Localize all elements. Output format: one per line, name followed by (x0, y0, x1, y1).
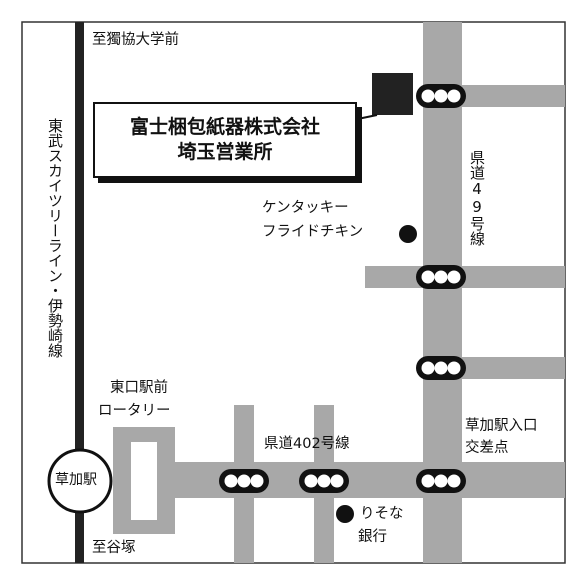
bank-marker-icon (336, 505, 354, 523)
railway-line-label: 東武スカイツリーライン・伊勢崎線 (46, 118, 64, 358)
rotary-label-line2: ロータリー (98, 403, 171, 419)
kfc-marker-icon (399, 225, 417, 243)
rotary-label-line1: 東口駅前 (110, 380, 168, 396)
bank-label-line1: りそな (360, 506, 404, 522)
company-building (372, 73, 413, 115)
road-lower-east (462, 357, 565, 379)
intersection-label-line2: 交差点 (465, 440, 509, 456)
north-direction-label: 至獨協大学前 (92, 32, 179, 48)
route49-label: 県道49号線 (468, 150, 486, 246)
station-label: 草加駅 (55, 472, 97, 488)
station-circle (47, 448, 113, 514)
railway-line (75, 22, 84, 563)
kfc-label-line2: フライドチキン (262, 224, 364, 240)
traffic-signal-icon (299, 469, 349, 493)
road-north-east (462, 85, 565, 107)
traffic-signal-icon (416, 265, 466, 289)
kfc-label-line1: ケンタッキー (262, 200, 349, 216)
intersection-label-line1: 草加駅入口 (465, 418, 538, 434)
route402-label: 県道402号線 (264, 436, 350, 452)
traffic-signal-icon (416, 469, 466, 493)
south-direction-label: 至谷塚 (92, 540, 136, 556)
bank-label-line2: 銀行 (358, 529, 387, 545)
company-office: 埼玉営業所 (177, 141, 273, 163)
traffic-signal-icon (219, 469, 269, 493)
traffic-signal-icon (416, 84, 466, 108)
rotary-island (131, 442, 157, 520)
traffic-signal-icon (416, 356, 466, 380)
traffic-signals (219, 84, 466, 493)
company-name: 富士梱包紙器株式会社 (129, 116, 320, 138)
company-label-box: 富士梱包紙器株式会社 埼玉営業所 (93, 102, 357, 178)
